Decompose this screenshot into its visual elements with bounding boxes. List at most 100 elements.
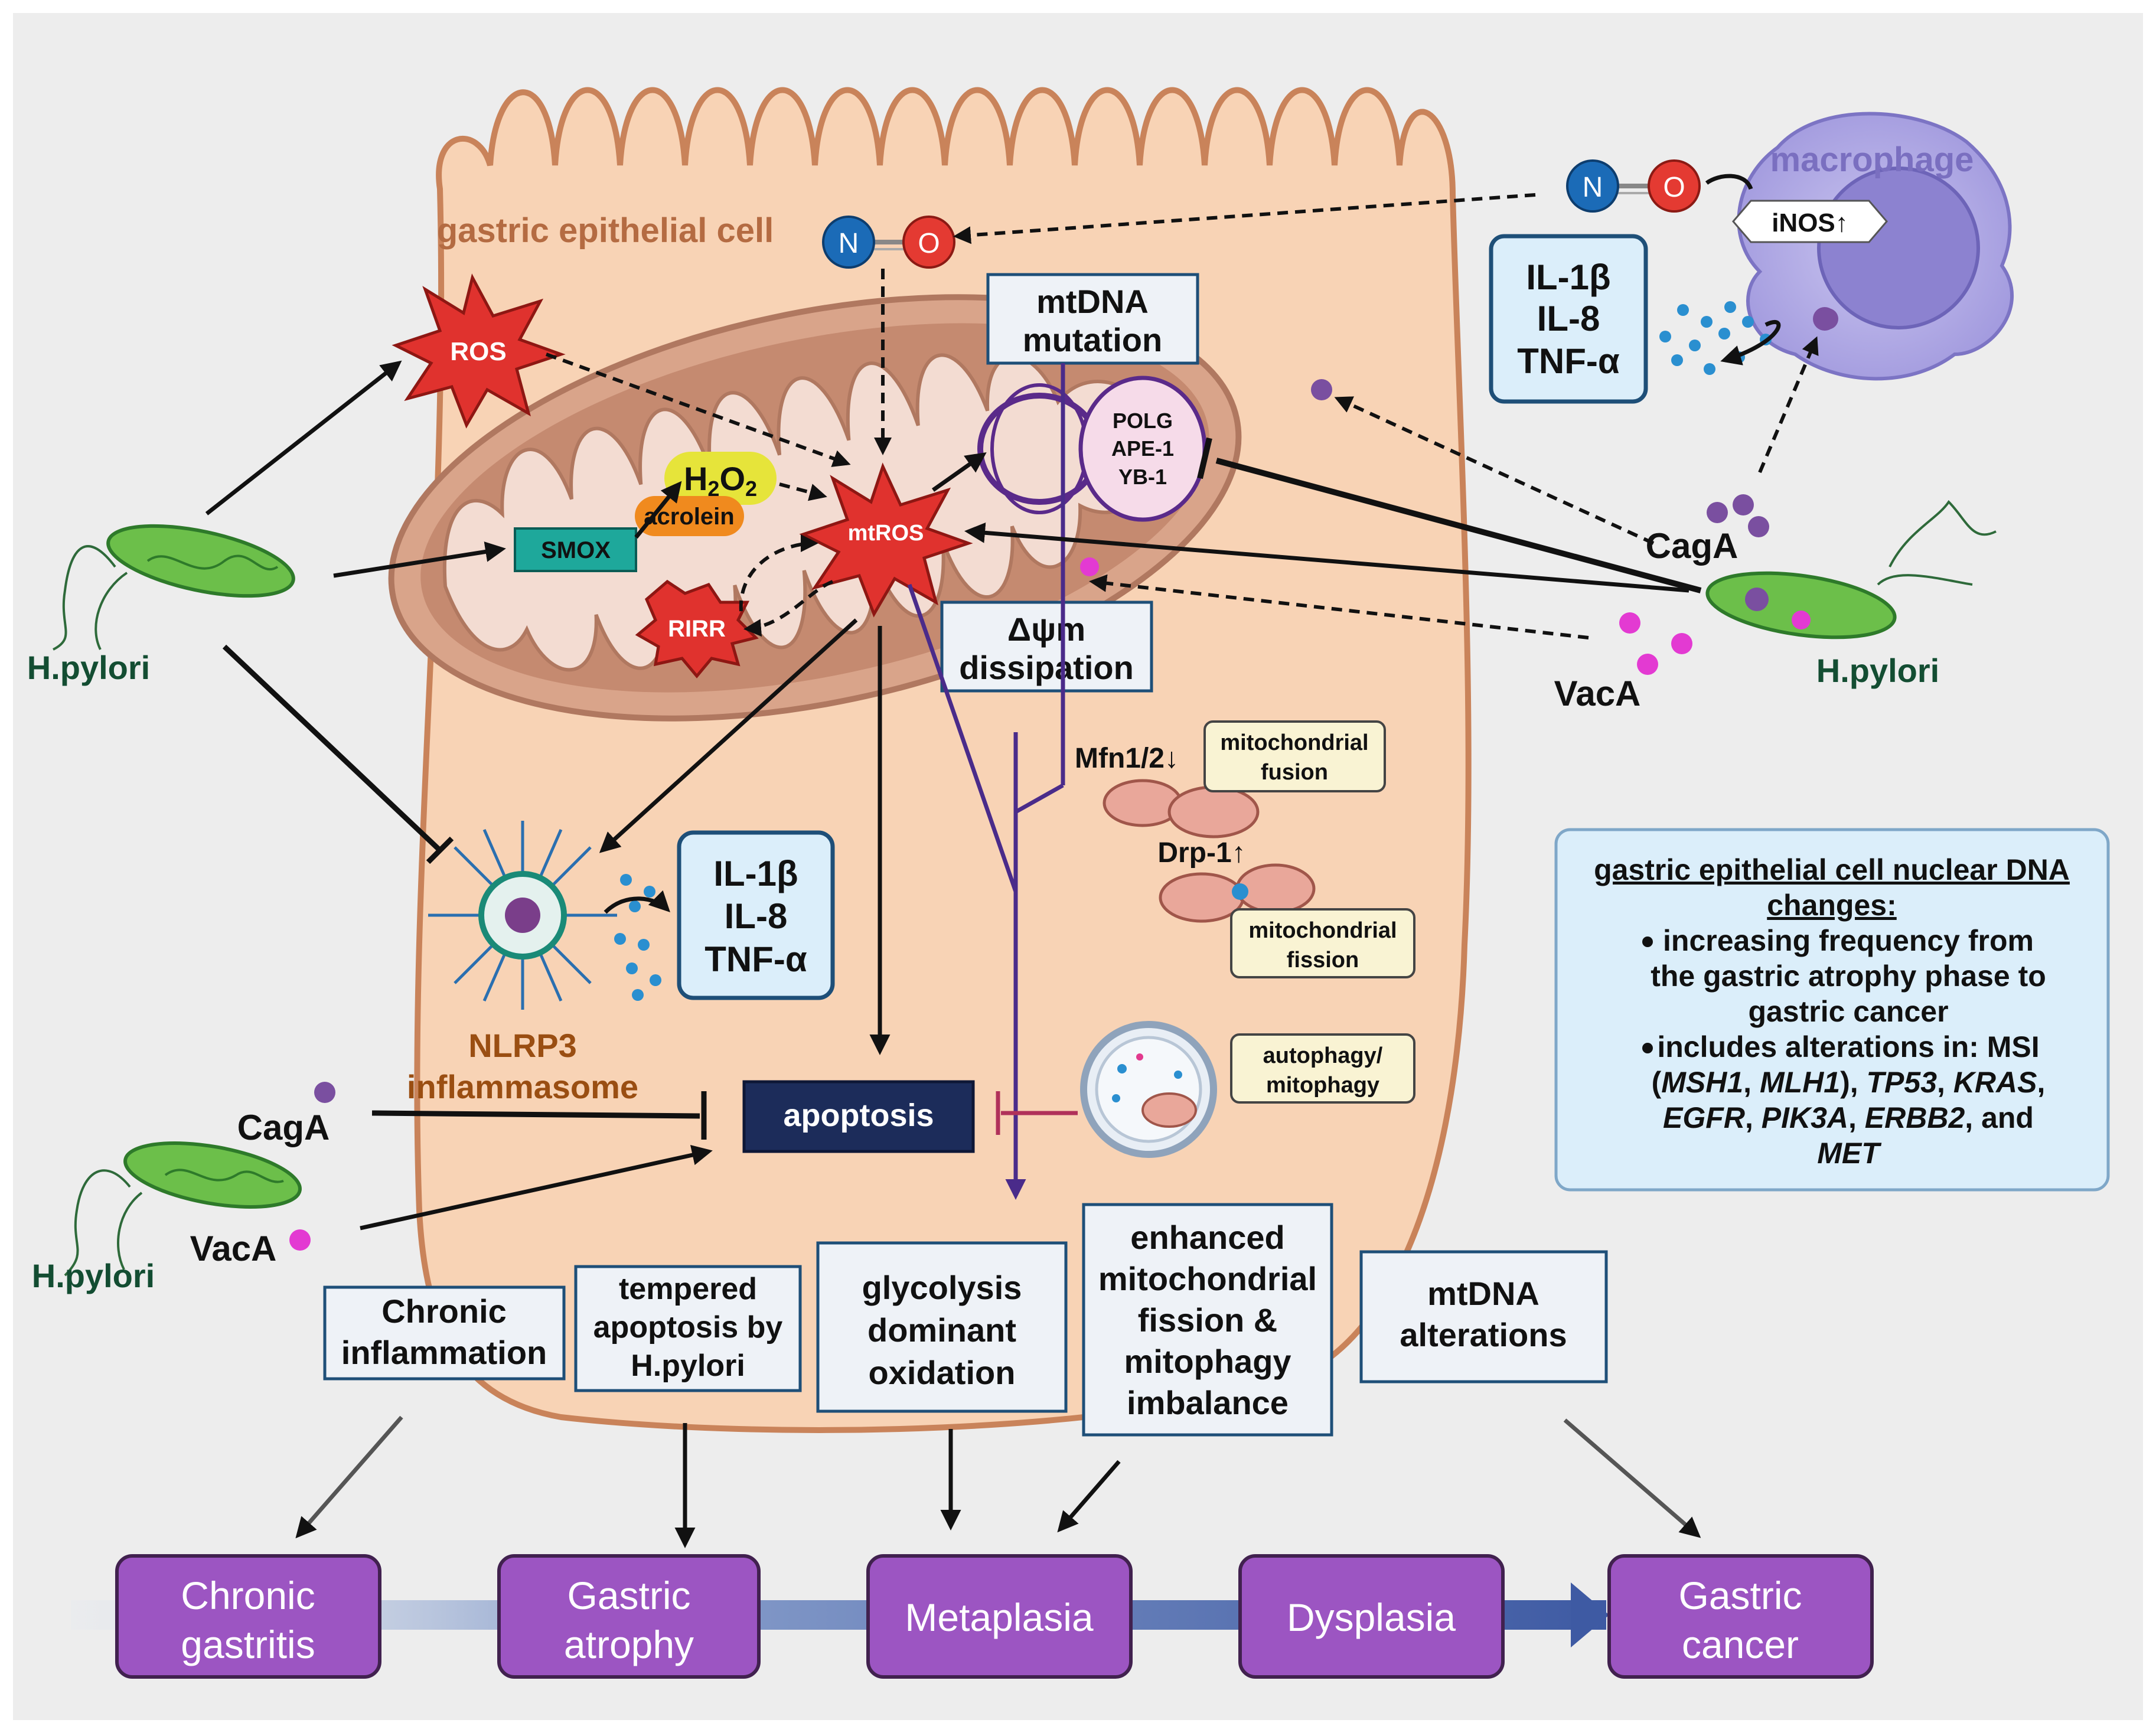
- drp-label: Drp-1↑: [1157, 837, 1245, 869]
- outcome-box-tempered-apoptosis: tempered apoptosis by H.pylori: [574, 1265, 802, 1392]
- outcome-line: oxidation: [869, 1354, 1016, 1391]
- outcome-line: alterations: [1400, 1316, 1567, 1353]
- dpsi-line2: dissipation: [959, 649, 1134, 686]
- ros-label: ROS: [450, 337, 506, 366]
- outcome-line: glycolysis: [862, 1269, 1022, 1306]
- purple-pathway: [907, 363, 1065, 1200]
- nuclear-dna-box: [1554, 828, 2110, 1192]
- cytokine-il8: IL-8: [1537, 299, 1600, 338]
- outcome-box-chronic-inflammation: Chronic inflammation: [323, 1285, 566, 1381]
- autophagy-box: [1230, 1033, 1415, 1104]
- bullet2-line2: (MSH1, MLH1), TP53, KRAS,: [1652, 1066, 2046, 1099]
- apoptosis-box: [742, 1080, 975, 1153]
- autophagy-line1: autophagy/: [1263, 1043, 1383, 1068]
- nitric-oxide-macrophage: N O: [1566, 159, 1701, 213]
- mtros-burst: [799, 462, 973, 618]
- hpylori-bottom-bacterium: [64, 1141, 302, 1277]
- outcome-box-fission-mitophagy: enhanced mitochondrial fission & mitopha…: [1082, 1203, 1333, 1437]
- outcome-line: tempered: [619, 1272, 757, 1306]
- cytokine-tnfa: TNF-α: [704, 939, 807, 979]
- smox-box: [514, 527, 637, 572]
- stage-chronic-gastritis: Chronic gastritis: [115, 1554, 381, 1679]
- outcome-line: fission &: [1138, 1301, 1277, 1339]
- oxygen-atom-label: O: [918, 228, 940, 259]
- fission-mitochondria: [1159, 863, 1316, 923]
- outcome-line: Chronic: [381, 1293, 507, 1330]
- caga-bottom-label: CagA: [237, 1108, 330, 1147]
- stage-dysplasia: Dysplasia: [1238, 1554, 1505, 1679]
- nlrp3-line2: inflammasome: [407, 1068, 638, 1105]
- mtros-label: mtROS: [848, 521, 924, 546]
- bullet2-line4: MET: [1817, 1137, 1882, 1170]
- fusion-mitochondria: [1103, 779, 1260, 838]
- inos-badge: iNOS↑: [1732, 200, 1888, 243]
- stage-label: cancer: [1682, 1623, 1799, 1666]
- nitric-oxide-cell: N O: [822, 216, 955, 269]
- dashed-arrows: [545, 193, 1819, 639]
- cell-label: gastric epithelial cell: [437, 211, 774, 250]
- stage-label: atrophy: [564, 1623, 694, 1666]
- autophagosome: [1080, 1021, 1217, 1158]
- cytokine-dots-nlrp3: [614, 874, 661, 1001]
- outcome-line: H.pylori: [631, 1349, 745, 1383]
- apoptosis-label: apoptosis: [783, 1098, 934, 1133]
- fusion-line1: mitochondrial: [1220, 730, 1368, 755]
- outcome-box-glycolysis: glycolysis dominant oxidation: [816, 1241, 1068, 1413]
- h2o2-badge: [664, 452, 777, 505]
- fission-line2: fission: [1287, 948, 1359, 973]
- vaca-dots-right: [1080, 557, 1692, 675]
- nuclear-title-line1: gastric epithelial cell nuclear DNA: [1594, 853, 2070, 886]
- stage-gastric-cancer: Gastric cancer: [1607, 1554, 1874, 1679]
- stage-label: Gastric: [1678, 1574, 1802, 1617]
- cytokine-il1b: IL-1β: [1526, 257, 1610, 297]
- bullet-dot-2: [1642, 1043, 1653, 1053]
- mtdna-mutation-line1: mtDNA: [1036, 283, 1149, 320]
- outcome-line: imbalance: [1127, 1384, 1289, 1421]
- stage-metaplasia: Metaplasia: [866, 1554, 1133, 1679]
- nlrp3-line1: NLRP3: [468, 1027, 577, 1064]
- stage-label: Dysplasia: [1287, 1595, 1456, 1639]
- stage-arrows: [295, 1415, 1701, 1548]
- vaca-right-label: VacA: [1554, 674, 1641, 713]
- repair-ape1: APE-1: [1111, 436, 1174, 461]
- vaca-dot-bottom: [289, 1229, 311, 1251]
- caga-dots-right: [1311, 308, 1838, 537]
- fission-box: [1230, 908, 1415, 978]
- rirr-label: RIRR: [668, 616, 726, 642]
- acrolein-label: acrolein: [644, 504, 734, 530]
- fission-line1: mitochondrial: [1248, 918, 1397, 943]
- bullet2-line3: EGFR, PIK3A, ERBB2, and: [1663, 1101, 2034, 1134]
- bullet-dot-1: [1642, 936, 1653, 947]
- outcome-line: enhanced: [1130, 1219, 1284, 1256]
- stage-label: gastritis: [181, 1623, 315, 1666]
- caga-dot-bottom: [314, 1082, 335, 1103]
- outcome-line: mitochondrial: [1098, 1260, 1317, 1297]
- solid-arrows: [205, 174, 1781, 1231]
- ros-burst: [392, 273, 566, 429]
- hpylori-left-label: H.pylori: [27, 649, 150, 686]
- progression-arrowhead: [1571, 1582, 1609, 1647]
- outcome-line: mtDNA: [1427, 1275, 1539, 1312]
- fusion-line2: fusion: [1261, 760, 1328, 785]
- inhibition-lines: [222, 437, 1702, 1140]
- hpylori-bottom-label: H.pylori: [32, 1257, 155, 1294]
- nitrogen-atom-label: N: [839, 228, 859, 259]
- macrophage-label: macrophage: [1770, 141, 1974, 179]
- cytokine-tnfa: TNF-α: [1517, 341, 1620, 381]
- mtdna-mutation-line2: mutation: [1023, 321, 1162, 358]
- nlrp3-inflammasome-icon: [428, 821, 617, 1010]
- oxygen-atom-label: O: [1663, 172, 1685, 203]
- outcome-line: mitophagy: [1124, 1343, 1291, 1380]
- inos-label: iNOS↑: [1772, 208, 1848, 237]
- rirr-burst: [635, 579, 759, 678]
- bullet1-line3: gastric cancer: [1748, 995, 1948, 1028]
- hpylori-right-bacterium: [1705, 500, 1997, 639]
- bullet1-line1: increasing frequency from: [1663, 924, 2034, 957]
- outcome-box-mtdna-alterations: mtDNA alterations: [1359, 1250, 1608, 1383]
- nlrp3-cytokine-box: [677, 830, 835, 1000]
- bullet1-line2: the gastric atrophy phase to: [1651, 960, 2046, 993]
- outcome-line: inflammation: [341, 1334, 547, 1371]
- caga-right-label: CagA: [1646, 526, 1739, 566]
- stage-label: Gastric: [567, 1574, 690, 1617]
